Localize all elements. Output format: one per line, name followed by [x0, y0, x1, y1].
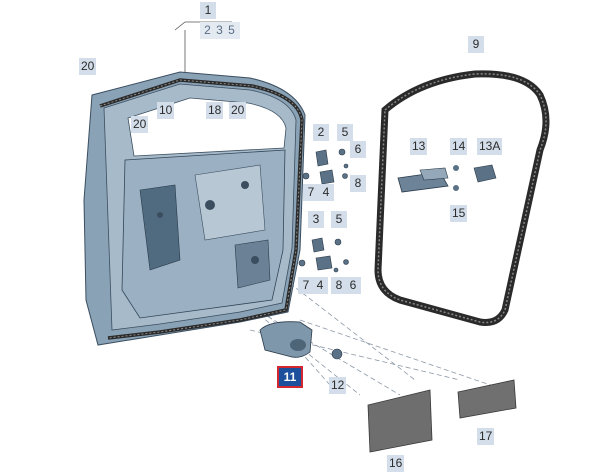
- callout-5-b[interactable]: 5: [331, 211, 347, 228]
- callout-8-b[interactable]: 8: [331, 277, 347, 294]
- callout-17[interactable]: 17: [477, 428, 495, 445]
- callout-18[interactable]: 18: [206, 102, 224, 119]
- bracket-13a: [453, 164, 497, 191]
- callout-20-b[interactable]: 20: [229, 102, 247, 119]
- callout-8-a[interactable]: 8: [350, 175, 366, 192]
- callout-13a[interactable]: 13A: [477, 138, 503, 155]
- callout-13[interactable]: 13: [410, 138, 428, 155]
- callout-14[interactable]: 14: [450, 138, 468, 155]
- screw-12: [331, 348, 343, 360]
- door-seal: [374, 70, 550, 326]
- callout-1[interactable]: 1: [200, 2, 216, 19]
- trim-part-11: [259, 321, 313, 358]
- callout-20-c[interactable]: 20: [131, 116, 149, 133]
- sheet-16: [367, 389, 433, 453]
- callout-11-highlighted[interactable]: 11: [277, 366, 303, 388]
- hardware: [298, 148, 349, 273]
- door-shell: [83, 71, 306, 346]
- callout-10[interactable]: 10: [157, 102, 175, 119]
- callout-1-sub: 2 3 5: [200, 22, 240, 39]
- callout-6-a[interactable]: 6: [350, 141, 366, 158]
- callout-4-b[interactable]: 4: [312, 277, 328, 294]
- callout-4-a[interactable]: 4: [318, 184, 334, 201]
- callout-5-a[interactable]: 5: [337, 124, 353, 141]
- callout-2[interactable]: 2: [313, 124, 329, 141]
- callout-15[interactable]: 15: [450, 205, 468, 222]
- callout-6-b[interactable]: 6: [345, 277, 361, 294]
- callout-9[interactable]: 9: [468, 36, 484, 53]
- callout-16[interactable]: 16: [387, 455, 405, 472]
- callout-12[interactable]: 12: [329, 377, 347, 394]
- door-check: [397, 167, 449, 193]
- callout-7-a[interactable]: 7: [303, 184, 319, 201]
- sheet-17: [457, 379, 517, 419]
- callout-20-a[interactable]: 20: [79, 58, 97, 75]
- callout-3[interactable]: 3: [308, 211, 324, 228]
- callout-7-b[interactable]: 7: [298, 277, 314, 294]
